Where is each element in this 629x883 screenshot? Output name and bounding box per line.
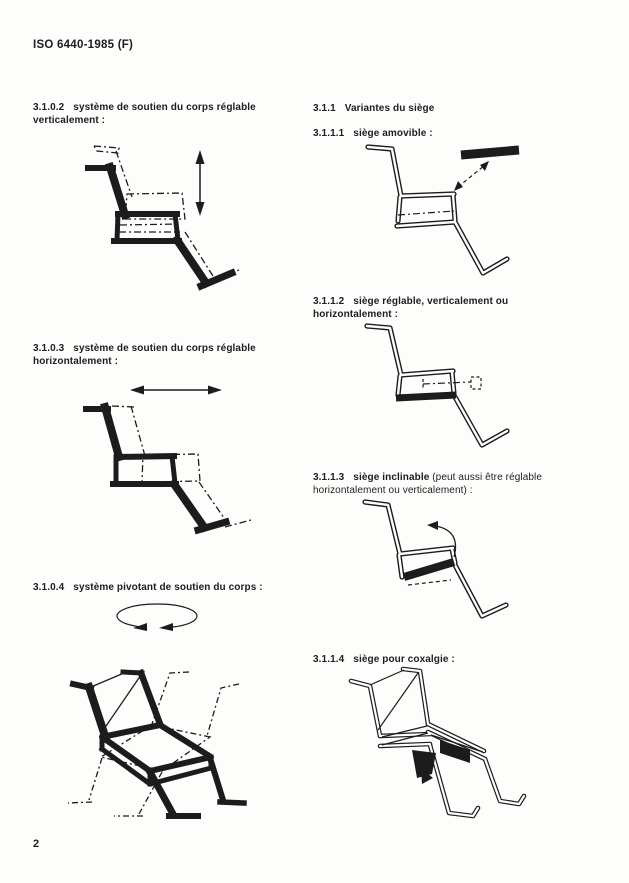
outline-frame-hollow: [366, 145, 509, 275]
removed-seat-bar: [460, 145, 520, 160]
section-number: 3.1.1.2: [313, 296, 345, 307]
section-heading-3111: 3.1.1.1 siège amovible :: [313, 128, 613, 141]
section-heading-311: 3.1.1 Variantes du siège: [313, 103, 613, 116]
section-title-bold: siège inclinable: [353, 472, 430, 483]
section-number: 3.1.1.4: [313, 654, 345, 665]
dashed-seat-target: [470, 376, 482, 390]
figure-3104-pivoting-support: [67, 603, 247, 819]
outline-frame-hollow: [363, 500, 508, 618]
figure-3113-tilting-seat: [362, 499, 509, 619]
figure-3102-vertical-adjust: [85, 145, 240, 291]
figure-3112-adjustable-seat: [364, 323, 510, 448]
seat-position-dashdot: [397, 210, 455, 216]
section-title: siège pour coxalgie :: [353, 654, 455, 665]
tilt-arrow-icon: [427, 521, 457, 558]
previous-position-dashed: [407, 579, 452, 586]
solid-frame: [83, 402, 231, 535]
adjustment-dashdot-line: [422, 381, 472, 385]
section-title-note: (peut aussi être réglable horizontalemen…: [313, 472, 543, 496]
section-number: 3.1.1: [313, 103, 336, 114]
page-number: 2: [33, 838, 40, 850]
section-heading-3113: 3.1.1.3 siège inclinable (peut aussi être…: [313, 472, 598, 497]
vertical-double-arrow-icon: [195, 150, 205, 216]
outline-frame: [364, 323, 510, 448]
section-title: système pivotant de soutien du corps :: [73, 582, 263, 593]
section-number: 3.1.1.3: [313, 472, 345, 483]
figure-3114-coxalgia-seat: [348, 666, 527, 819]
section-number: 3.1.0.4: [33, 582, 65, 593]
outline-frame-hollow: [365, 324, 509, 447]
section-title: système de soutien du corps réglable hor…: [33, 343, 256, 367]
figure-3103-horizontal-adjust: [83, 385, 252, 535]
frame-thin-lines: [90, 672, 142, 730]
dashed-pivoted-position: [67, 671, 240, 817]
section-title: siège amovible :: [353, 128, 433, 139]
split-seat-black-shapes: [412, 740, 470, 784]
outline-frame-hollow: [349, 667, 526, 818]
solid-frame: [85, 161, 237, 291]
section-heading-3104: 3.1.0.4 système pivotant de soutien du co…: [33, 582, 333, 595]
section-number: 3.1.0.3: [33, 343, 65, 354]
dashed-alternate-position: [111, 405, 252, 528]
section-number: 3.1.1.1: [313, 128, 345, 139]
tilted-seat-bar: [402, 558, 456, 581]
outline-frame: [362, 499, 509, 619]
seat-bar: [395, 391, 457, 402]
solid-frame: [69, 668, 247, 819]
section-title: siège réglable, verticalement ou horizon…: [313, 296, 509, 320]
document-reference: ISO 6440-1985 (F): [33, 39, 134, 51]
frame-thin-lines: [369, 669, 484, 753]
section-number: 3.1.0.2: [33, 102, 65, 113]
rotation-ellipse-icon: [116, 603, 198, 631]
horizontal-double-arrow-icon: [130, 385, 222, 395]
section-title: Variantes du siège: [344, 103, 435, 114]
section-title: système de soutien du corps réglable ver…: [33, 102, 256, 126]
figure-3111-removable-seat: [365, 144, 520, 276]
section-heading-3114: 3.1.1.4 siège pour coxalgie :: [313, 654, 613, 667]
diagonal-double-arrow-icon: [454, 161, 489, 191]
